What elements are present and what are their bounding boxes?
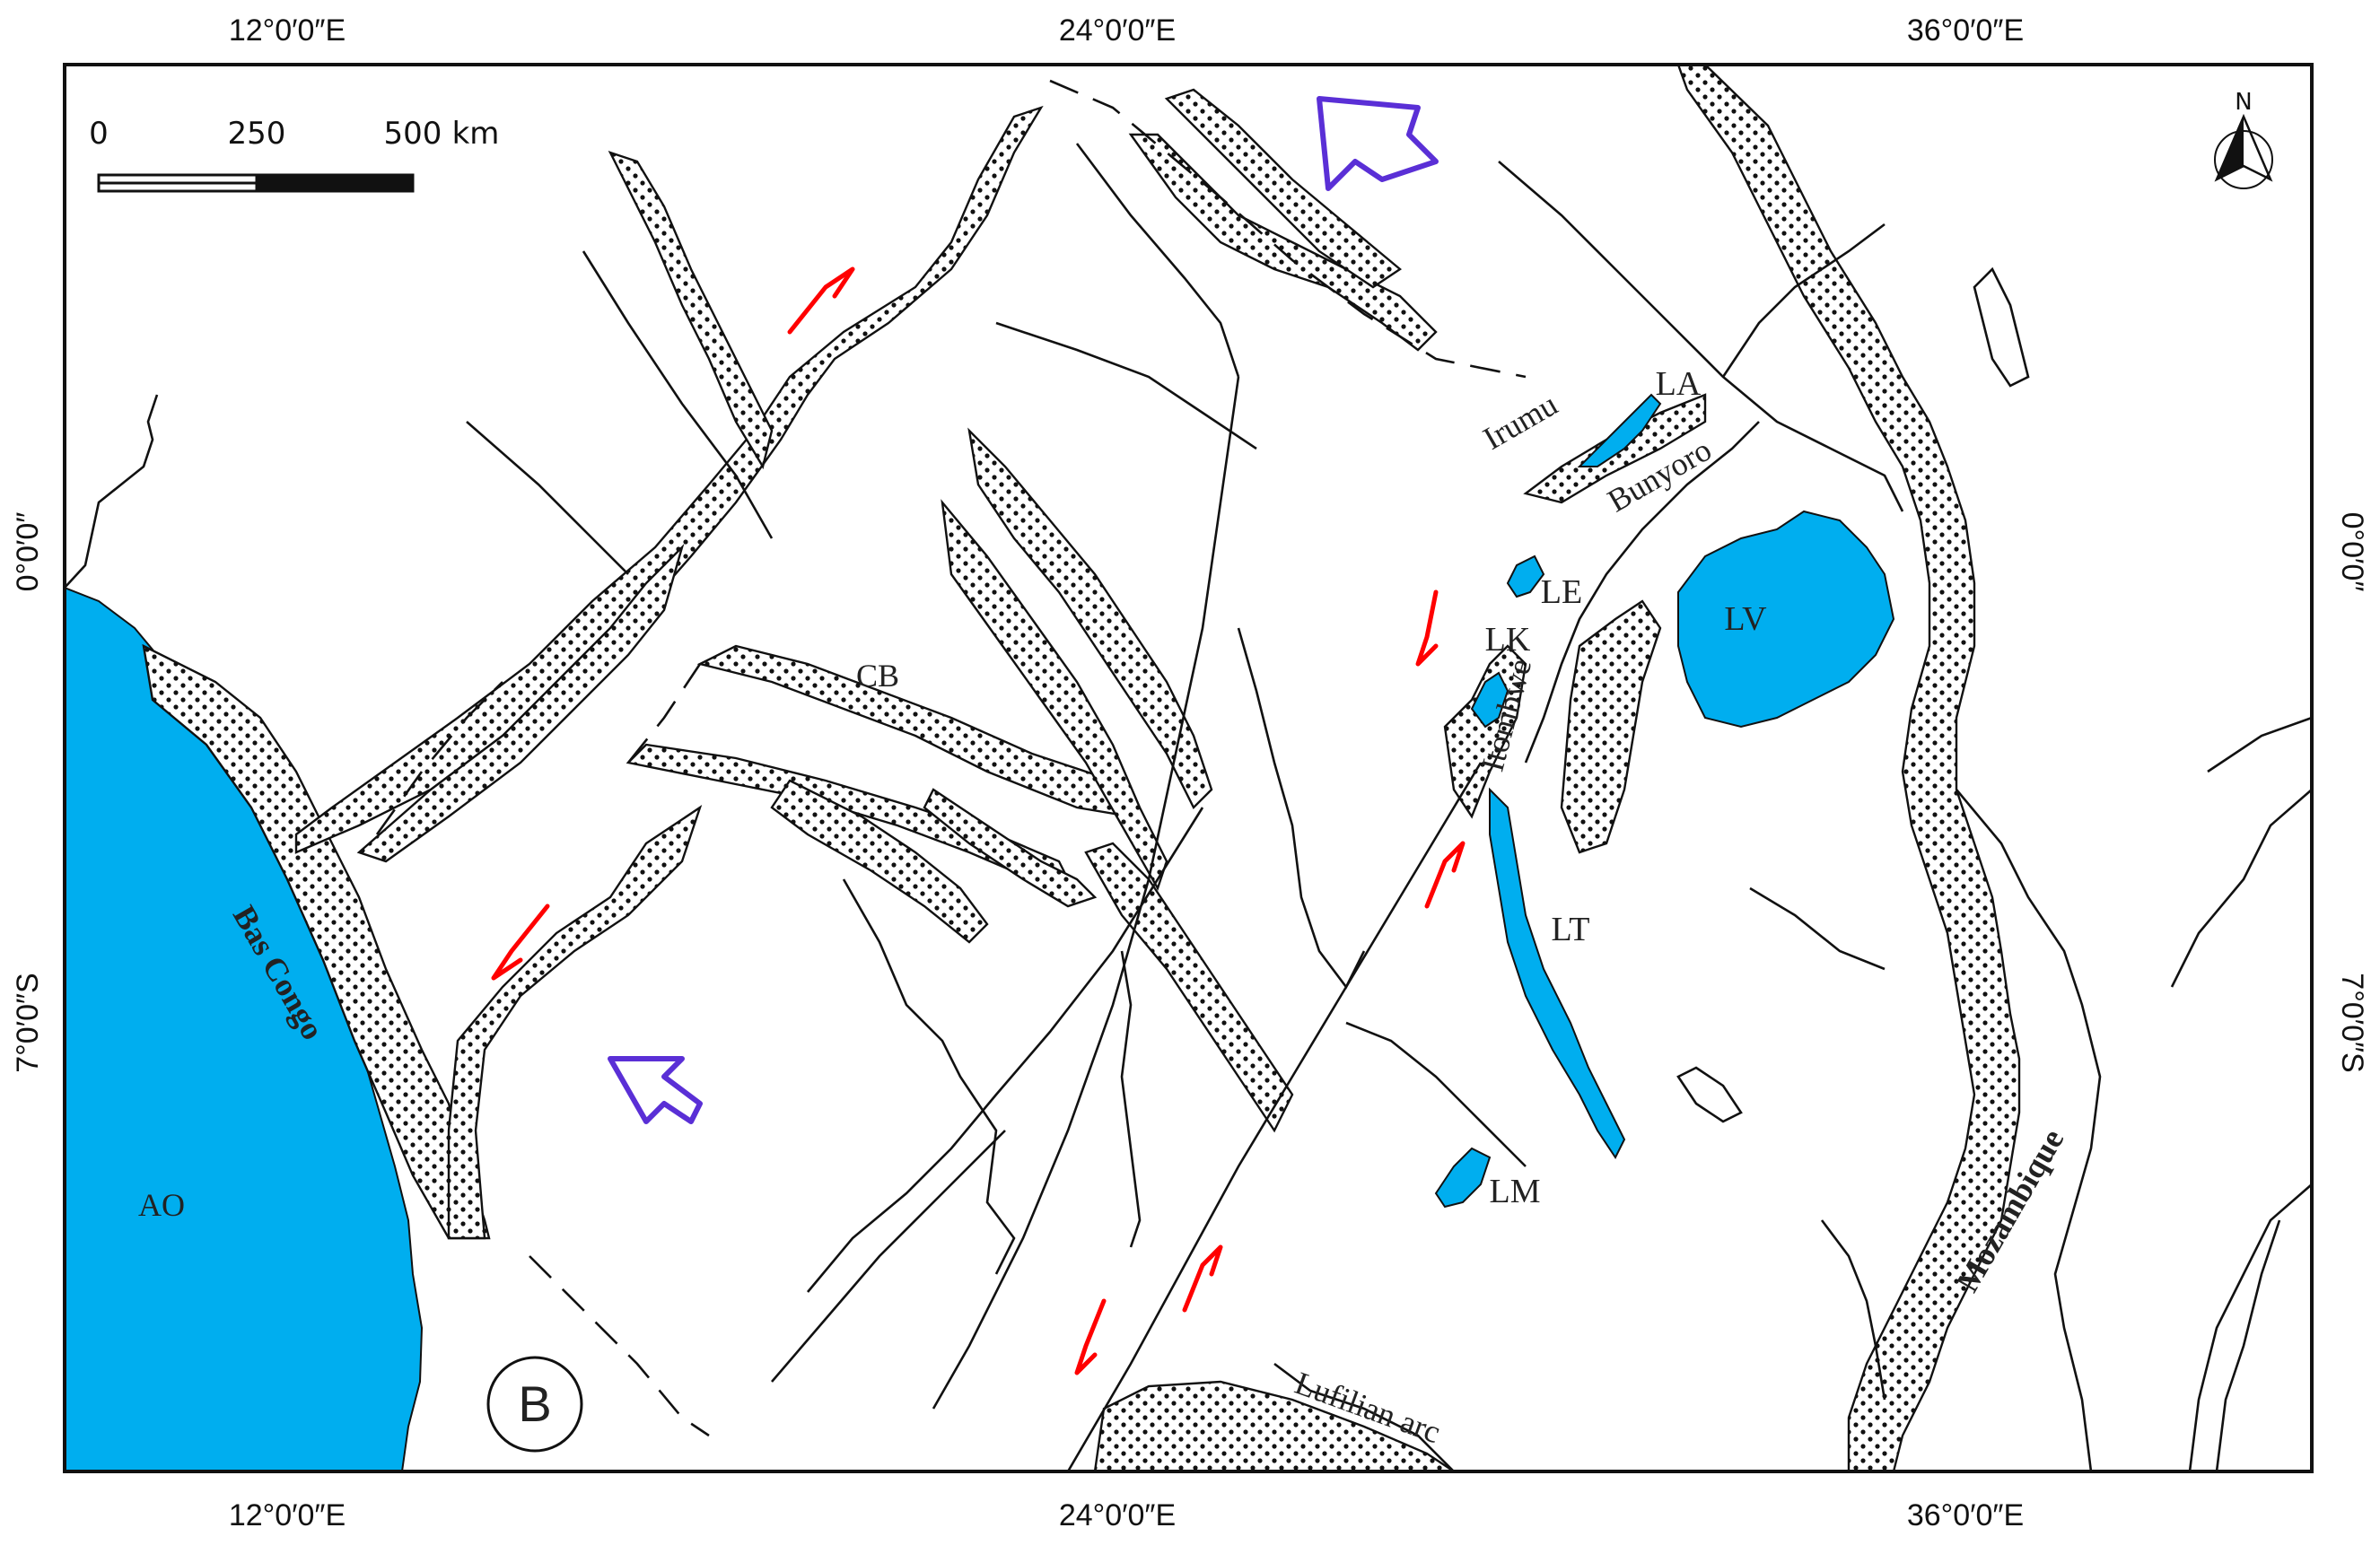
- lake-mweru: [1434, 1147, 1492, 1209]
- coord-right-7s: 7°0′0″S: [2335, 973, 2369, 1072]
- coord-bottom-24e: 24°0′0″E: [1059, 1498, 1176, 1532]
- craton-boundary-south: [529, 1255, 710, 1437]
- label-lake-lv: LV: [1724, 600, 1767, 638]
- shear-arrow-4: [1424, 841, 1466, 909]
- ubangian-belt: [1164, 88, 1403, 289]
- north-arrow: N: [2214, 89, 2273, 189]
- scale-tick-0: 0: [89, 116, 109, 152]
- coord-bottom-36e: 36°0′0″E: [1907, 1498, 2024, 1532]
- fault-line-5: [932, 376, 1240, 1410]
- fault-line-8: [771, 1130, 1006, 1383]
- compression-arrow-south: [608, 1056, 703, 1124]
- fault-line-14: [1524, 421, 1760, 764]
- label-lake-lm: LM: [1490, 1173, 1541, 1210]
- fault-line-10: [1237, 627, 1366, 990]
- fault-line-22: [1676, 1066, 1743, 1123]
- compression-arrow-north: [1317, 96, 1439, 191]
- north-arrow-label: N: [2235, 89, 2252, 116]
- fault-line-6: [842, 878, 1016, 1275]
- fault-line-4: [1075, 143, 1240, 378]
- map-content: CB AO Bas Congo Irumu Bunyoro Itombwe Lu…: [65, 65, 2312, 1471]
- fault-line-16: [1721, 223, 1886, 378]
- fault-line-23: [1820, 1219, 1886, 1401]
- cb-belt-northwest: [608, 150, 774, 470]
- craton-boundary-north: [1049, 79, 1527, 379]
- coord-bottom-12e: 12°0′0″E: [229, 1498, 346, 1532]
- shear-arrow-6: [1182, 1244, 1223, 1313]
- cb-belt-south: [770, 779, 989, 944]
- map-frame: [63, 63, 2314, 1473]
- panel-label-circle: [486, 1356, 583, 1453]
- lufilian-belt: [1093, 1380, 1457, 1471]
- label-cb: CB: [856, 658, 899, 694]
- karagwe-belt: [1560, 599, 1662, 854]
- fault-line-20: [2188, 1183, 2312, 1471]
- fault-line-17: [1956, 789, 2102, 1471]
- lake-kivu: [1470, 671, 1509, 729]
- craton-boundary-inner: [626, 663, 702, 764]
- scale-unit: km: [452, 116, 500, 152]
- fault-line-12: [1345, 1021, 1527, 1167]
- panel-label: B: [518, 1375, 551, 1432]
- coord-left-7s: 7°0′0″S: [11, 973, 45, 1072]
- fault-line-21: [1973, 266, 2030, 388]
- fault-line-13: [1273, 1362, 1455, 1471]
- label-lake-lk: LK: [1485, 621, 1531, 659]
- scale-tick-500: 500: [384, 116, 442, 152]
- fault-line-1: [582, 250, 774, 539]
- lake-edward: [1506, 554, 1545, 598]
- lake-tanganyika: [1489, 787, 1626, 1159]
- label-ao: AO: [138, 1187, 185, 1223]
- cb-belt-east-2: [941, 499, 1168, 891]
- fault-line-2: [466, 421, 629, 575]
- fault-line-25: [2215, 1219, 2281, 1471]
- fault-line-11: [1066, 762, 1483, 1471]
- cb-belt-east-1: [967, 427, 1213, 810]
- cb-belt-inner-south: [923, 788, 1098, 908]
- fault-line-24: [1749, 886, 1886, 971]
- label-lake-le: LE: [1541, 573, 1582, 611]
- scale-tick-250: 250: [228, 116, 286, 152]
- label-lake-la: LA: [1656, 365, 1702, 403]
- fault-line-18: [2207, 716, 2312, 773]
- coord-left-0: 0°0′0″: [11, 512, 45, 592]
- fault-line-9: [1120, 950, 1142, 1248]
- coastline-north: [65, 394, 159, 589]
- label-lake-lt: LT: [1552, 911, 1590, 948]
- fault-line-19: [2170, 789, 2312, 988]
- west-congo-belt: [142, 643, 491, 1240]
- fault-line-7: [807, 807, 1204, 1293]
- southwest-loop-belt: [447, 805, 703, 1240]
- lake-albert: [1577, 393, 1662, 467]
- scale-bar: 0 250 500 km: [89, 116, 500, 193]
- label-irumu: Irumu: [1477, 386, 1563, 457]
- coord-top-24e: 24°0′0″E: [1059, 13, 1176, 48]
- mozambique-belt: [1676, 65, 2021, 1471]
- cb-belt-west: [356, 543, 685, 863]
- shear-arrow-2: [491, 904, 550, 981]
- coord-right-0: 0°0′0″: [2335, 512, 2369, 592]
- shear-arrow-3: [1415, 589, 1439, 667]
- fault-line-3: [995, 321, 1257, 450]
- coord-top-36e: 36°0′0″E: [1907, 13, 2024, 48]
- shear-arrow-1: [787, 266, 855, 335]
- north-belt: [1128, 133, 1438, 352]
- coord-top-12e: 12°0′0″E: [229, 13, 346, 48]
- shear-arrow-5: [1074, 1298, 1107, 1375]
- lake-victoria: [1677, 510, 1895, 729]
- craton-boundary-west: [375, 681, 503, 835]
